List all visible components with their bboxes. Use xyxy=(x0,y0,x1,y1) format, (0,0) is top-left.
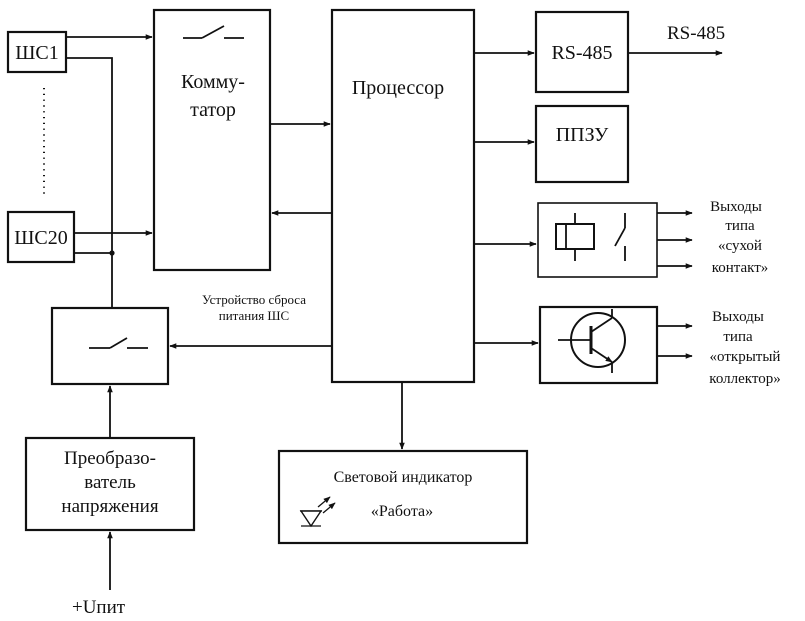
dry-label-3: «сухой xyxy=(718,238,762,254)
oc-label-4: коллектор» xyxy=(709,371,780,387)
oc-label-2: типа xyxy=(723,329,753,345)
converter-label-2: ватель xyxy=(84,472,136,493)
switch-icon xyxy=(183,25,244,39)
processor-label: Процессор xyxy=(352,77,444,99)
reset-block xyxy=(50,306,170,386)
converter-label-1: Преобразо- xyxy=(64,448,156,469)
commutator-label-1: Комму- xyxy=(181,71,245,93)
indicator-label-1: Световой индикатор xyxy=(334,469,473,486)
dry-label-4: контакт» xyxy=(712,260,769,276)
commutator-block: Комму- татор xyxy=(152,8,272,272)
supply-label: +Uпит xyxy=(72,597,126,618)
shs20-block: ШС20 xyxy=(6,210,76,264)
relay-icon xyxy=(555,213,626,261)
rs485-label: RS-485 xyxy=(551,42,612,64)
transistor-block xyxy=(538,305,659,385)
reset-label-1: Устройство сброса xyxy=(202,292,306,307)
converter-block: Преобразо- ватель напряжения xyxy=(24,436,196,532)
led-icon xyxy=(299,496,336,528)
eeprom-label: ППЗУ xyxy=(556,124,609,146)
rs485-block: RS-485 xyxy=(534,10,630,94)
shs1-block: ШС1 xyxy=(6,30,68,74)
oc-label-3: «открытый xyxy=(710,349,781,365)
indicator-block: Световой индикатор «Работа» xyxy=(277,449,529,545)
dry-label-2: типа xyxy=(725,218,755,234)
reset-switch-icon xyxy=(89,337,148,349)
oc-label-1: Выходы xyxy=(712,309,764,325)
shs20-label: ШС20 xyxy=(14,227,68,249)
commutator-label-2: татор xyxy=(190,99,236,121)
relay-block xyxy=(537,202,658,278)
transistor-icon xyxy=(558,309,626,373)
connections xyxy=(66,34,723,590)
eeprom-block: ППЗУ xyxy=(534,104,630,184)
rs485-output-label: RS-485 xyxy=(667,23,725,44)
shs1-label: ШС1 xyxy=(15,42,59,64)
processor-block: Процессор xyxy=(330,8,476,384)
converter-label-3: напряжения xyxy=(61,496,158,517)
indicator-label-2: «Работа» xyxy=(371,503,433,520)
reset-label-2: питания ШС xyxy=(219,308,289,323)
dry-label-1: Выходы xyxy=(710,199,762,215)
